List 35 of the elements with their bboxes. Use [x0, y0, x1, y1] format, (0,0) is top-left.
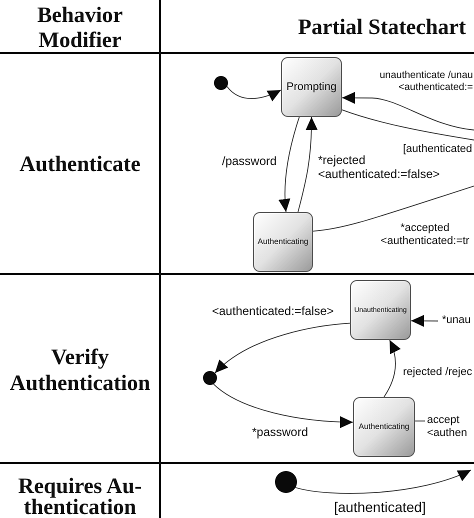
- transition-label: unauthenticate /unau <authenticated:=: [378, 70, 473, 94]
- transition-arrow: [384, 340, 400, 398]
- transition-label: accept <authen: [427, 414, 468, 440]
- transition-arrow: [214, 322, 350, 374]
- row-header: Verify Authentication: [8, 344, 152, 396]
- transition-line: [414, 420, 426, 422]
- state-box: [350, 280, 411, 340]
- column-header: Partial Statechart: [298, 14, 466, 40]
- transition-label: *accepted <authenticated:=tr: [380, 222, 470, 248]
- transition-arrow: [295, 470, 472, 494]
- transition-label: [authenticated]: [334, 499, 426, 515]
- state-name: Authenticating: [258, 238, 308, 246]
- state-name: Prompting: [286, 82, 337, 92]
- state-box: [353, 397, 415, 457]
- transition-label: *rejected <authenticated:=false>: [318, 153, 440, 181]
- transition-line: [312, 186, 474, 232]
- transition-arrow: [213, 384, 354, 428]
- transition-label: *password: [252, 425, 308, 439]
- transition-arrow: [278, 116, 300, 212]
- state-box: [253, 212, 313, 272]
- transition-label: /password: [222, 154, 277, 168]
- transition-label: [authenticated: [403, 143, 472, 156]
- column-header: Behavior Modifier: [36, 2, 124, 52]
- transition-arrow: [410, 314, 438, 327]
- transition-arrow: [226, 86, 282, 102]
- state-box: [281, 57, 342, 117]
- transition-arrow: [298, 116, 318, 212]
- row-header: Authenticate: [18, 151, 142, 177]
- transition-line: [342, 109, 474, 140]
- transition-label: <authenticated:=false>: [212, 304, 334, 318]
- row-header: Requires Au- thentication: [17, 475, 143, 517]
- state-name: Authenticating: [358, 423, 410, 431]
- transition-label: *unau: [442, 314, 471, 327]
- transition-arrow: [342, 92, 474, 130]
- transition-label: rejected /rejec: [403, 366, 472, 379]
